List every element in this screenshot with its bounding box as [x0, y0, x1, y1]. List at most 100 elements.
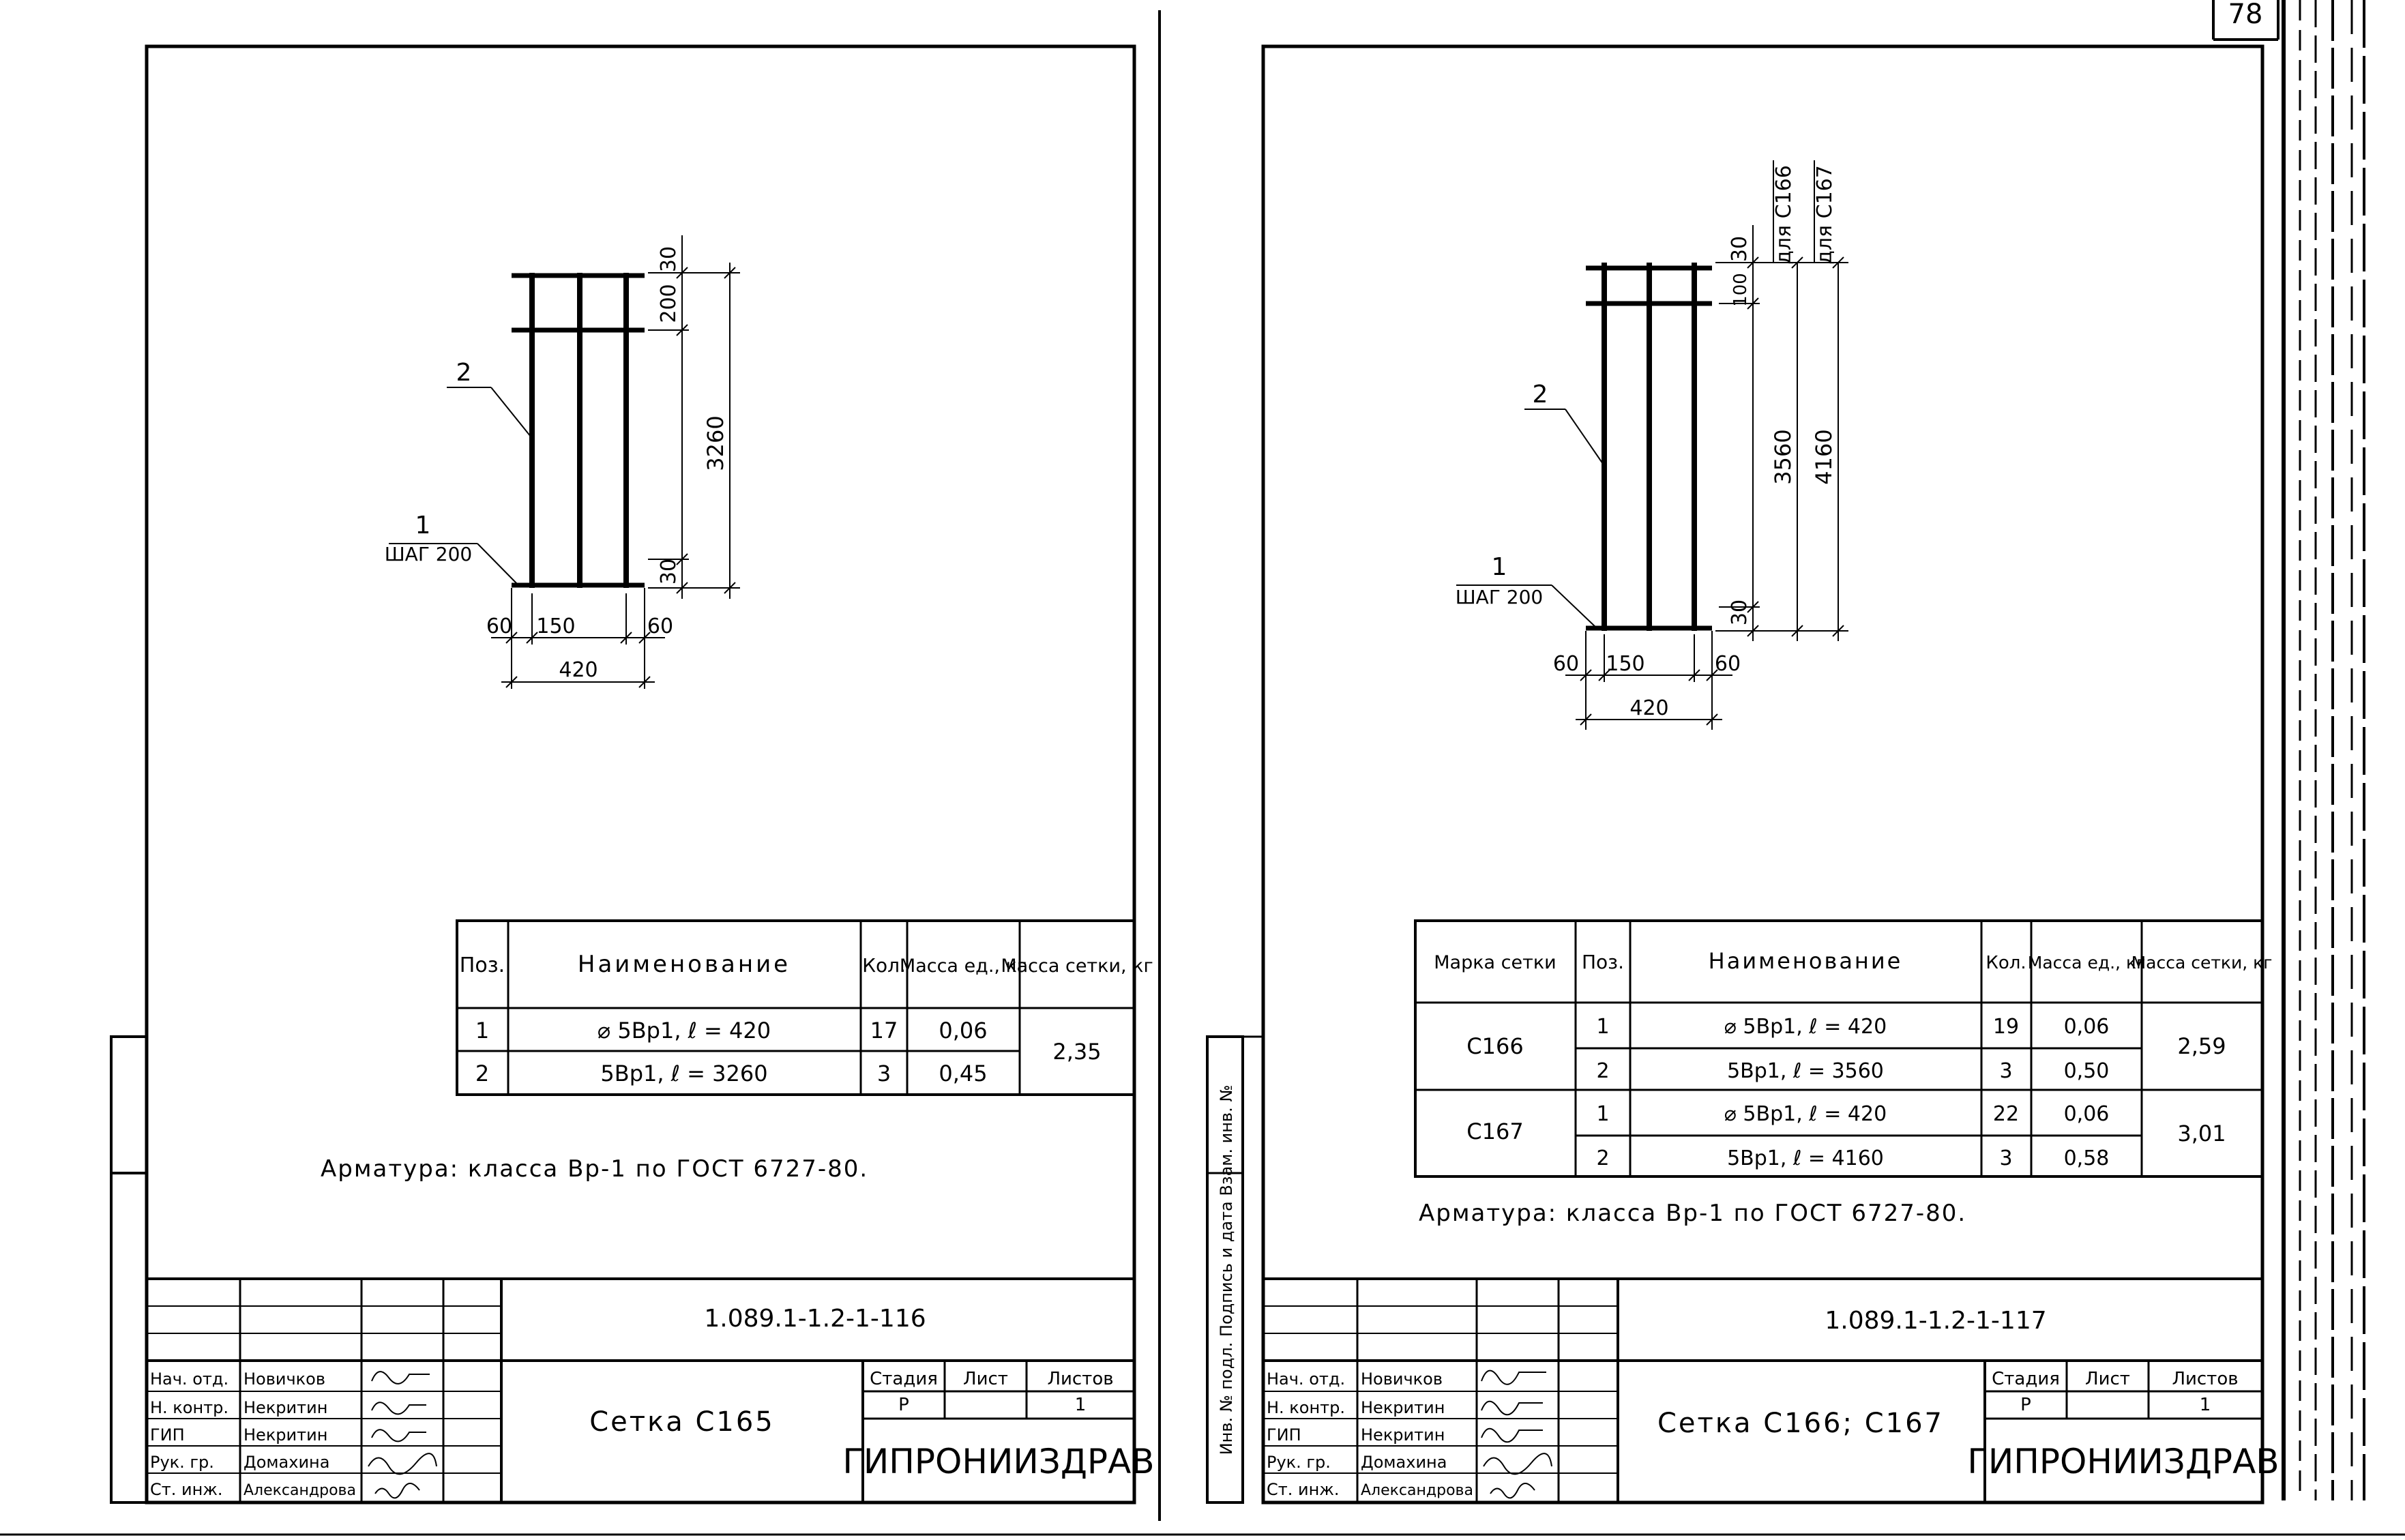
th-net-mass: Масса сетки, кг — [2131, 953, 2273, 973]
total-mass-c167: 3,01 — [2177, 1121, 2226, 1146]
sheet-label: Лист — [2085, 1369, 2130, 1389]
row2-qty: 3 — [877, 1061, 891, 1086]
th-pos: Поз. — [460, 953, 505, 977]
row-qty: 19 — [1993, 1015, 2019, 1039]
staff-name: Некритин — [1361, 1398, 1445, 1417]
th-name: Наименование — [1709, 948, 1903, 974]
staff-name: Новичков — [1361, 1369, 1443, 1389]
dim-60-right: 60 — [1715, 652, 1741, 676]
dim-150: 150 — [1606, 652, 1644, 676]
spec-table-c165: Поз. Наименование Кол. Масса ед., кг Мас… — [456, 919, 1153, 1096]
row-name: ⌀ 5Вр1, ℓ = 420 — [1724, 1015, 1887, 1039]
stage-value: Р — [2020, 1395, 2031, 1415]
staff-name: Новичков — [244, 1369, 325, 1389]
row-qty: 3 — [1999, 1146, 2012, 1170]
side-stamp-text: Инв. № подл. Подпись и дата Взам. инв. № — [1217, 1085, 1236, 1455]
left-side-stamp — [110, 1035, 148, 1504]
staff-role: Рук. гр. — [150, 1453, 214, 1472]
mesh-drawing-c166-c167: 30 100 3560 4160 30 для С166 для С167 60… — [1456, 160, 1848, 730]
staff-role: Рук. гр. — [1267, 1453, 1331, 1472]
dim-60-left: 60 — [486, 614, 512, 638]
doc-code: 1.089.1-1.2-1-116 — [704, 1305, 926, 1333]
sheet-title: Сетка С165 — [589, 1406, 775, 1438]
sheets-value: 1 — [1075, 1395, 1087, 1415]
th-qty: Кол. — [862, 954, 906, 977]
reinforcement-note: Арматура: класса Вр-1 по ГОСТ 6727-80. — [321, 1155, 868, 1183]
row-pos: 1 — [1596, 1015, 1609, 1039]
staff-name: Некритин — [244, 1398, 327, 1417]
dim-bottom: 30 — [657, 559, 681, 584]
page-number-box: 78 — [2212, 0, 2279, 41]
dim-150: 150 — [536, 614, 575, 638]
sheets-label: Листов — [2172, 1369, 2238, 1389]
callout-1: 1 — [1492, 553, 1507, 581]
signatures — [368, 1371, 437, 1499]
stage-label: Стадия — [1992, 1369, 2060, 1389]
dim-3560: 3560 — [1770, 429, 1796, 484]
staff-role: ГИП — [150, 1425, 185, 1445]
row-pos: 1 — [1596, 1102, 1609, 1126]
total-mass: 2,35 — [1052, 1039, 1101, 1065]
row2-pos: 2 — [475, 1061, 489, 1086]
dim-3260: 3260 — [703, 415, 728, 471]
staff-name: Домахина — [244, 1453, 329, 1472]
staff-name: Домахина — [1361, 1453, 1447, 1472]
callout-2: 2 — [456, 359, 472, 387]
spec-table-c166-c167: Марка сетки Поз. Наименование Кол. Масса… — [1414, 919, 2273, 1178]
row-qty: 3 — [1999, 1059, 2012, 1083]
callout-2: 2 — [1533, 381, 1548, 409]
row-unit-mass: 0,58 — [2064, 1146, 2110, 1170]
callout-1-step: ШАГ 200 — [1456, 586, 1544, 608]
org-name: ГИПРОНИИЗДРАВ — [842, 1442, 1154, 1481]
page-number: 78 — [2228, 0, 2263, 30]
doc-code: 1.089.1-1.2-1-117 — [1825, 1307, 2046, 1335]
dim-60-right: 60 — [647, 614, 673, 638]
right-sheet-frame — [1261, 44, 2264, 1505]
row-qty: 22 — [1993, 1102, 2019, 1126]
signatures — [1481, 1369, 1552, 1499]
reinforcement-note: Арматура: класса Вр-1 по ГОСТ 6727-80. — [1419, 1200, 1966, 1227]
title-block-left: 1.089.1-1.2-1-116 Сетка С165 Стадия Лист… — [147, 1277, 1155, 1502]
sheet-label: Лист — [963, 1369, 1008, 1389]
stage-value: Р — [898, 1395, 909, 1415]
staff-role: Нач. отд. — [1267, 1369, 1345, 1389]
left-sheet: 30 200 3260 30 60 150 60 420 2 1 ШАГ 200 — [110, 44, 1155, 1505]
th-net-mass: Масса сетки, кг — [1001, 956, 1153, 977]
row-unit-mass: 0,06 — [2064, 1102, 2110, 1126]
staff-name: Некритин — [244, 1425, 327, 1445]
th-name: Наименование — [578, 951, 791, 978]
row1-name: ⌀ 5Вр1, ℓ = 420 — [597, 1018, 771, 1043]
mesh-drawing-c165: 30 200 3260 30 60 150 60 420 2 1 ШАГ 200 — [385, 235, 740, 689]
staff-role: Ст. инж. — [150, 1480, 223, 1499]
row-pos: 2 — [1596, 1146, 1609, 1170]
row-unit-mass: 0,50 — [2064, 1059, 2110, 1083]
callout-1-step: ШАГ 200 — [385, 543, 473, 565]
dim-60-left: 60 — [1553, 652, 1579, 676]
dim-top: 30 — [657, 246, 681, 272]
title-block-right: 1.089.1-1.2-1-117 Сетка С166; С167 Стади… — [1263, 1277, 2279, 1502]
sheet-title: Сетка С166; С167 — [1657, 1408, 1944, 1439]
staff-name: Некритин — [1361, 1425, 1445, 1445]
sheets-label: Листов — [1047, 1369, 1113, 1389]
mark-c166: С166 — [1466, 1033, 1523, 1059]
staff-role: Нач. отд. — [150, 1369, 228, 1389]
th-mark: Марка сетки — [1434, 952, 1556, 973]
th-unit-mass: Масса ед., кг — [900, 956, 1027, 977]
dim-420: 420 — [1629, 696, 1668, 720]
left-sheet-frame — [145, 44, 1136, 1505]
total-mass-c166: 2,59 — [2177, 1033, 2226, 1059]
th-qty: Кол. — [1986, 953, 2026, 973]
dim-bottom: 30 — [1728, 599, 1752, 625]
org-name: ГИПРОНИИЗДРАВ — [1967, 1442, 2279, 1481]
dim-200: 200 — [657, 284, 681, 323]
row-name: ⌀ 5Вр1, ℓ = 420 — [1724, 1102, 1887, 1126]
row1-pos: 1 — [475, 1018, 489, 1043]
row2-unit-mass: 0,45 — [939, 1061, 987, 1086]
right-side-stamp — [1206, 1035, 1244, 1504]
th-unit-mass: Масса ед., кг — [2028, 953, 2145, 973]
stage-label: Стадия — [870, 1369, 938, 1389]
sheets-value: 1 — [2200, 1395, 2211, 1415]
dim-100: 100 — [1730, 273, 1751, 307]
